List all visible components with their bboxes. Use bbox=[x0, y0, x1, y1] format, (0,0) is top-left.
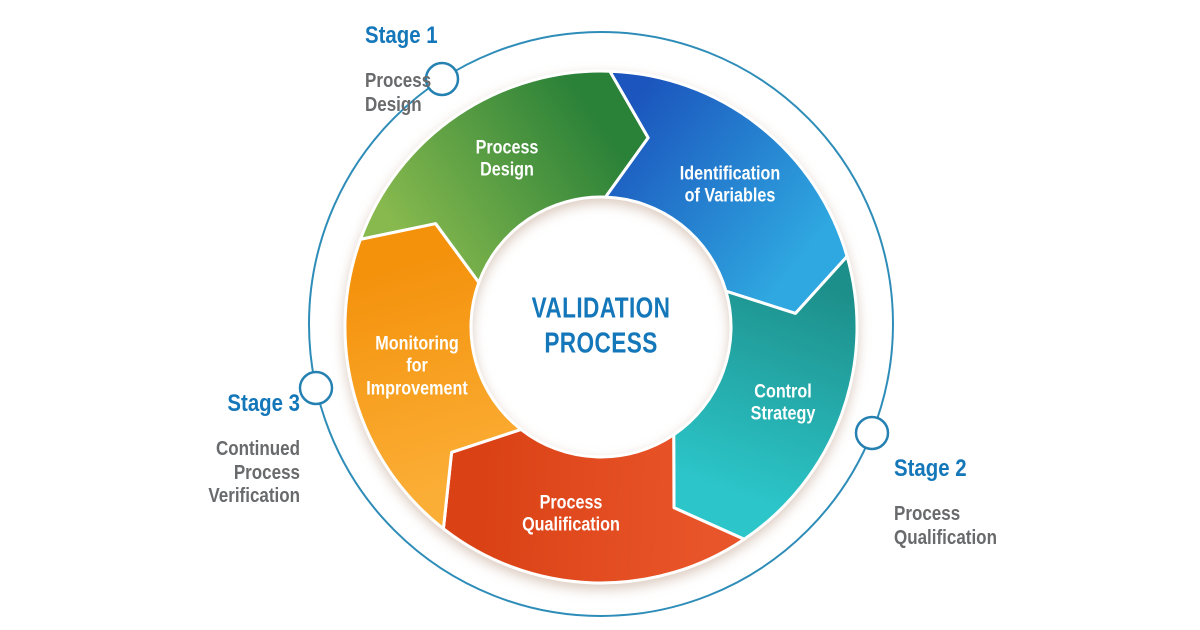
stage-2-subtitle: Process Qualification bbox=[894, 503, 997, 549]
stage-1-subtitle: Process Design bbox=[365, 70, 432, 116]
stage-1-label: Stage 1 Process Design bbox=[365, 5, 438, 135]
segment-process-qualification bbox=[441, 427, 746, 585]
segment-process-design bbox=[358, 69, 650, 284]
stage-3-title: Stage 3 bbox=[227, 390, 300, 417]
segment-monitoring-for-improvement bbox=[343, 222, 523, 531]
stage-3-subtitle: Continued Process Verification bbox=[208, 438, 300, 508]
stage-1-title: Stage 1 bbox=[365, 22, 438, 49]
stage-3-node bbox=[298, 370, 334, 406]
stage-2-node bbox=[854, 415, 890, 451]
segment-control-strategy bbox=[672, 254, 859, 541]
center-title: VALIDATION PROCESS bbox=[531, 292, 671, 360]
stage-3-label: Stage 3 Continued Process Verification bbox=[96, 373, 300, 527]
wheel-segments bbox=[343, 69, 859, 585]
outer-ring bbox=[308, 31, 894, 617]
segment-identification-of-variables bbox=[604, 69, 849, 315]
stage-2-label: Stage 2 Process Qualification bbox=[894, 438, 997, 568]
stage-2-title: Stage 2 bbox=[894, 455, 967, 482]
stage-1-node bbox=[424, 61, 460, 97]
